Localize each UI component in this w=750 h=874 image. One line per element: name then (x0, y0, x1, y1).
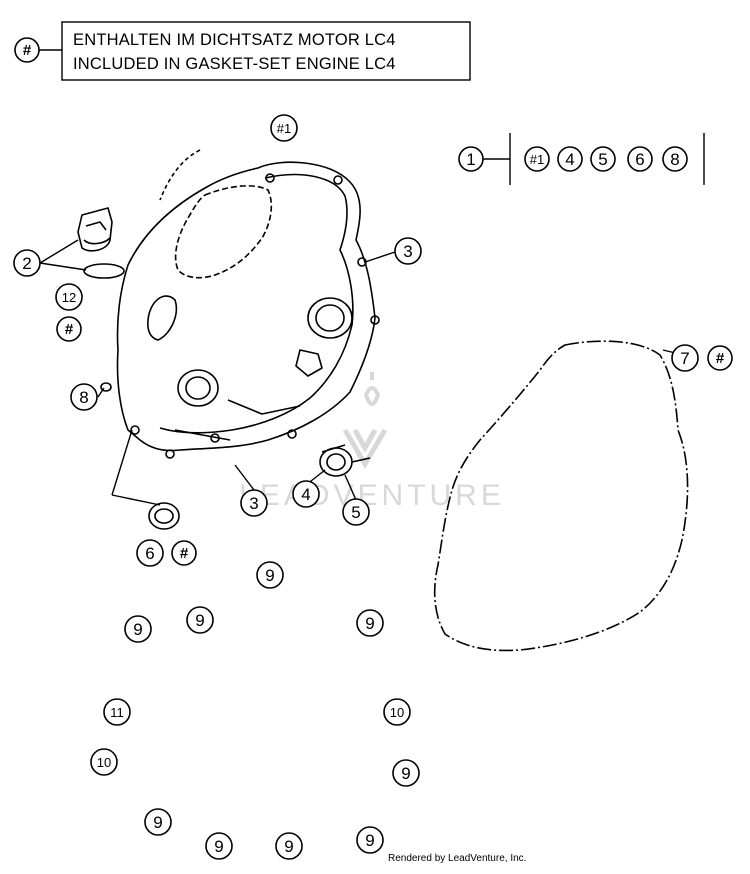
kit-member: 6 (635, 150, 644, 169)
callout-label: 4 (301, 485, 310, 504)
kit-group: 1 #1 4 5 6 8 (458, 133, 705, 185)
callout-label: 7 (680, 349, 689, 368)
cover-gasket (433, 340, 689, 652)
callout-label: 10 (390, 705, 404, 720)
callout-label: 9 (195, 611, 204, 630)
leader-lines (39, 239, 697, 506)
callout-label: 10 (97, 755, 111, 770)
callout-label: 3 (403, 242, 412, 261)
kit-member-circle (590, 146, 616, 172)
callout-label: 3 (249, 494, 258, 513)
shaft-seal-4-5 (319, 444, 371, 477)
callout-label: 9 (133, 620, 142, 639)
o-ring (83, 263, 125, 279)
kit-member: 4 (565, 150, 574, 169)
clutch-cover (116, 149, 380, 459)
callout-label: 11 (110, 705, 124, 720)
bush (100, 382, 112, 392)
callout-label: 8 (79, 388, 88, 407)
callout-label: 9 (265, 566, 274, 585)
legend-box (61, 21, 471, 81)
callout-label: 9 (214, 837, 223, 856)
kit-member: #1 (530, 152, 544, 167)
callout-label: 5 (351, 503, 360, 522)
callout-label: 12 (62, 290, 76, 305)
watermark: LEADVENTURE (239, 372, 505, 512)
kit-member-circle (662, 146, 688, 172)
shaft-seal-6 (148, 502, 180, 530)
legend-text-de: ENTHALTEN IM DICHTSATZ MOTOR LC4 (73, 31, 396, 49)
callouts: #1 2 12 # 3 7 # 8 3 4 5 6 # 9 9 9 9 (13, 114, 733, 860)
kit-member-circle (557, 146, 583, 172)
kit-number: 1 (466, 150, 475, 169)
kit-member-circle (524, 146, 550, 172)
legend-text-en: INCLUDED IN GASKET-SET ENGINE LC4 (73, 55, 396, 73)
legend-hash-symbol: # (23, 42, 32, 59)
callout-label: # (716, 350, 725, 367)
watermark-text: LEADVENTURE (239, 479, 505, 512)
callout-label: 9 (284, 837, 293, 856)
callout-label: 9 (401, 764, 410, 783)
filler-plug (77, 207, 125, 279)
kit-member: 8 (670, 150, 679, 169)
callout-label: # (180, 545, 189, 562)
callout-label: 6 (145, 544, 154, 563)
kit-member-circle (627, 146, 653, 172)
kit-member: 5 (598, 150, 607, 169)
callout-label: 9 (365, 614, 374, 633)
footer-credit: Rendered by LeadVenture, Inc. (388, 853, 526, 864)
callout-label: 2 (22, 254, 31, 273)
callout-label: 9 (365, 831, 374, 850)
legend: # ENTHALTEN IM DICHTSATZ MOTOR LC4 INCLU… (14, 21, 471, 81)
callout-label: 9 (153, 813, 162, 832)
callout-label: #1 (277, 121, 291, 136)
callout-label: # (65, 321, 74, 338)
